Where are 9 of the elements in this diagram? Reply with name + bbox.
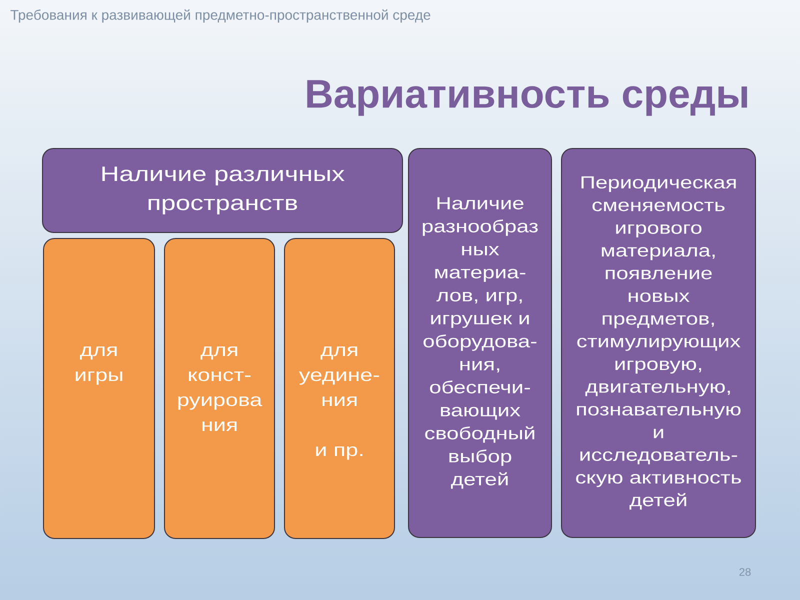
column-box: для конст- руирова ния <box>164 238 275 539</box>
category-box: Наличие различных пространств <box>42 148 403 233</box>
text-box: Периодическая сменяемость игрового материала, появление новых предметов, стимулирующих игровую, двигательную, познавательную и исследователь- скую активность детей <box>561 148 756 538</box>
page-number: 28 <box>739 568 751 576</box>
title: Вариативность среды <box>307 80 748 116</box>
text-box: Наличие разнообраз ных материа- лов, игр, игрушек и оборудова- ния, обеспечи- вающих свободный выбор детей <box>408 148 552 538</box>
slide-header: Требования к развивающей предметно-пространственной среде <box>10 9 430 23</box>
column-box: для уедине- ния и пр. <box>284 238 395 539</box>
column-box: для игры <box>43 238 155 539</box>
